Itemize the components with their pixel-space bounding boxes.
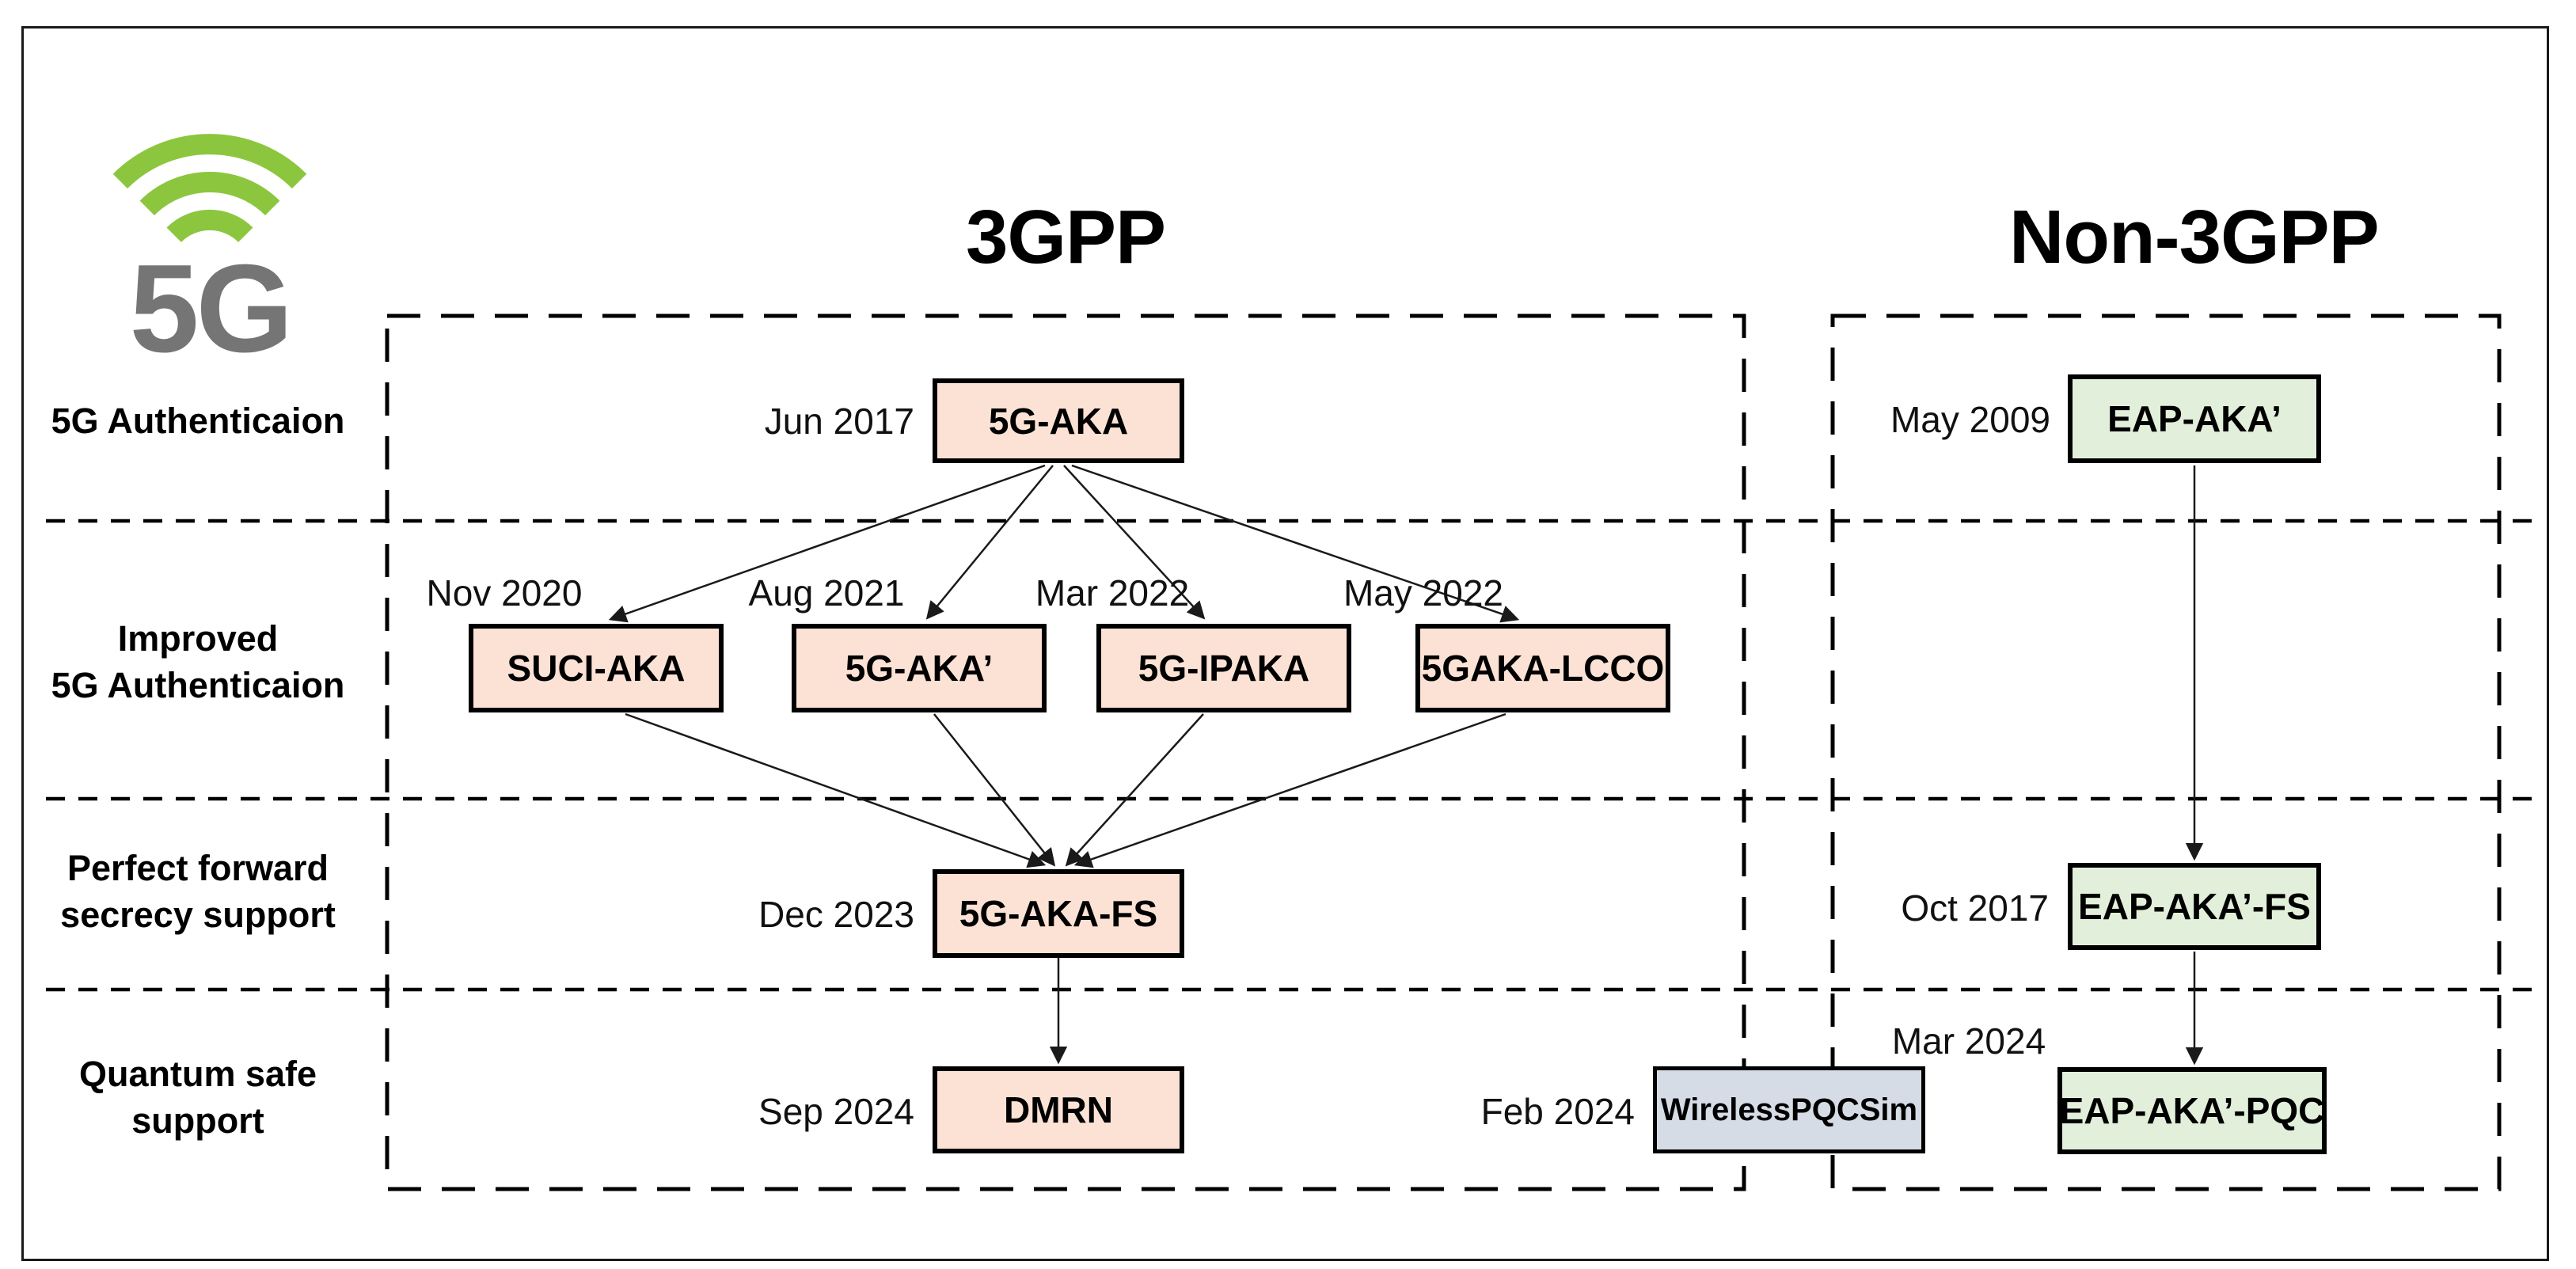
node-5gaka-lcco: 5GAKA-LCCO xyxy=(1415,624,1670,712)
date-suci-aka: Nov 2020 xyxy=(426,572,583,614)
node-5g-aka-prime: 5G-AKA’ xyxy=(792,624,1047,712)
5g-logo: 5G xyxy=(112,134,307,359)
node-eap-aka-fs: EAP-AKA’-FS xyxy=(2068,863,2321,950)
column-title-non-3gpp: Non-3GPP xyxy=(2009,195,2380,279)
node-eap-aka-pqc: EAP-AKA’-PQC xyxy=(2057,1067,2327,1154)
date-eap-aka-pqc: Mar 2024 xyxy=(1891,1020,2046,1062)
date-5g-ipaka: Mar 2022 xyxy=(1035,572,1190,614)
row-label-perfect-forward-secrecy: Perfect forward secrecy support xyxy=(60,848,336,935)
date-5g-aka-fs: Dec 2023 xyxy=(758,894,914,935)
node-5g-ipaka: 5G-IPAKA xyxy=(1096,624,1351,712)
date-eap-aka: May 2009 xyxy=(1890,399,2050,440)
column-title-3gpp: 3GPP xyxy=(965,195,1166,279)
row-label-quantum-safe: Quantum safe support xyxy=(78,1054,317,1141)
row-label-5g-authentication: 5G Authenticaion xyxy=(51,401,345,441)
row-label-improved-5g-authentication: Improved 5G Authenticaion xyxy=(51,618,345,705)
outer-frame xyxy=(21,26,2549,1261)
date-5g-aka-prime: Aug 2021 xyxy=(748,572,905,614)
node-eap-aka: EAP-AKA’ xyxy=(2068,374,2321,463)
date-eap-aka-fs: Oct 2017 xyxy=(1901,887,2049,929)
node-5g-aka: 5G-AKA xyxy=(933,378,1184,463)
wifi-arcs-icon xyxy=(112,134,307,243)
node-suci-aka: SUCI-AKA xyxy=(469,624,724,712)
logo-5g-text: 5G xyxy=(130,239,291,359)
date-dmrn: Sep 2024 xyxy=(758,1091,914,1132)
node-wirelesspqcsim: WirelessPQCSim xyxy=(1653,1066,1925,1153)
date-wirelesspqcsim: Feb 2024 xyxy=(1480,1091,1635,1132)
date-5gaka-lcco: May 2022 xyxy=(1343,572,1503,614)
node-dmrn: DMRN xyxy=(933,1066,1184,1153)
date-5g-aka: Jun 2017 xyxy=(764,401,914,442)
node-5g-aka-fs: 5G-AKA-FS xyxy=(933,869,1184,958)
